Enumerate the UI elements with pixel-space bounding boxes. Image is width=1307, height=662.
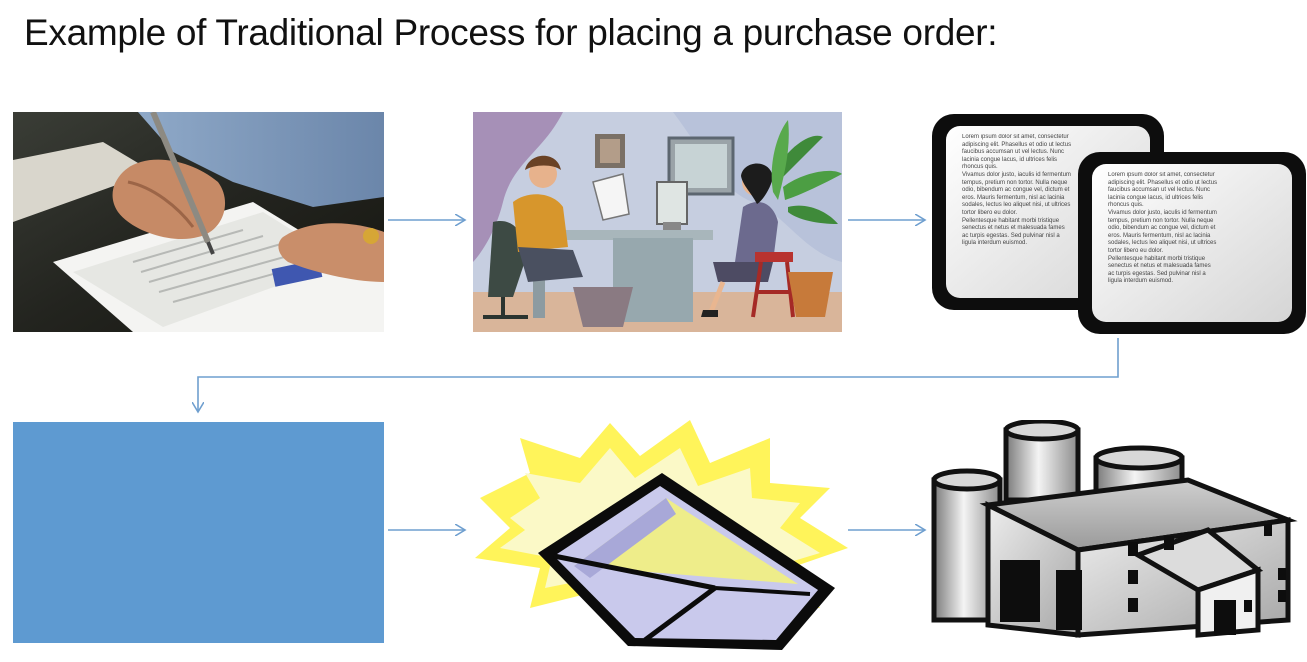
factory-icon <box>928 420 1307 640</box>
signing-document-photo <box>13 112 384 332</box>
document-text-line: Vivamus dolor justo, iaculis id fermentu… <box>962 171 1071 178</box>
document-text-line: ligula interdum euismod. <box>962 240 1028 247</box>
envelope-icon <box>470 418 850 650</box>
document-text-line: senectus et netus et malesuada fames <box>1108 263 1211 270</box>
arrow-documents-to-blue-box <box>198 338 1119 412</box>
document-text-line: Pellentesque habitant morbi tristique <box>962 217 1060 224</box>
document-text-line: faucibus accumsan ut vel lectus. Nunc <box>1108 187 1211 194</box>
document-text-line: eros. Mauris fermentum, nisl ac lacinia <box>962 194 1065 201</box>
document-text-line: eros. Mauris fermentum, nisl ac lacinia <box>1108 232 1211 239</box>
document-text-line: senectus et netus et malesuada fames <box>962 225 1065 232</box>
blue-placeholder-box <box>13 422 384 643</box>
document-text-line: adipiscing elit. Phasellus et odio ut le… <box>962 141 1072 148</box>
page-title: Example of Traditional Process for placi… <box>24 12 998 53</box>
document-text-line: ac turpis egestas. Sed pulvinar nisl a <box>1108 270 1206 277</box>
document-text-line: faucibus accumsan ut vel lectus. Nunc <box>962 149 1065 156</box>
office-meeting-clipart <box>473 112 842 332</box>
document-text-line: rhoncus quis. <box>962 164 998 171</box>
document-text-line: odio, bibendum ac congue vel, dictum et <box>1108 225 1216 232</box>
document-text-line: Lorem ipsum dolor sit amet, consectetur <box>962 134 1069 140</box>
document-text-line: ligula interdum euismod. <box>1108 278 1174 285</box>
document-text-line: Vivamus dolor justo, iaculis id fermentu… <box>1108 209 1217 216</box>
document-text-line: ac turpis egestas. Sed pulvinar nisl a <box>962 232 1060 239</box>
document-text-line: Lorem ipsum dolor sit amet, consectetur <box>1108 172 1215 178</box>
document-text-line: tempus, pretium non tortor. Nulla neque <box>962 179 1068 186</box>
document-text-line: lacinia congue lacus, id ultrices felis <box>962 156 1058 163</box>
document-text-line: sodales, lectus leo aliquet nisi, ut ult… <box>1108 240 1217 247</box>
document-text-line: tortor libero eu dolor. <box>962 209 1018 216</box>
document-text-line: tortor libero eu dolor. <box>1108 247 1164 254</box>
document-text-line: adipiscing elit. Phasellus et odio ut le… <box>1108 179 1218 186</box>
document-text-line: rhoncus quis. <box>1108 202 1144 209</box>
document-text-line: odio, bibendum ac congue vel, dictum et <box>962 187 1070 194</box>
document-text-line: tempus, pretium non tortor. Nulla neque <box>1108 217 1214 224</box>
document-text-line: sodales, lectus leo aliquet nisi, ut ult… <box>962 202 1071 209</box>
document-text-line: Pellentesque habitant morbi tristique <box>1108 255 1206 262</box>
document-text-line: lacinia congue lacus, id ultrices felis <box>1108 194 1204 201</box>
